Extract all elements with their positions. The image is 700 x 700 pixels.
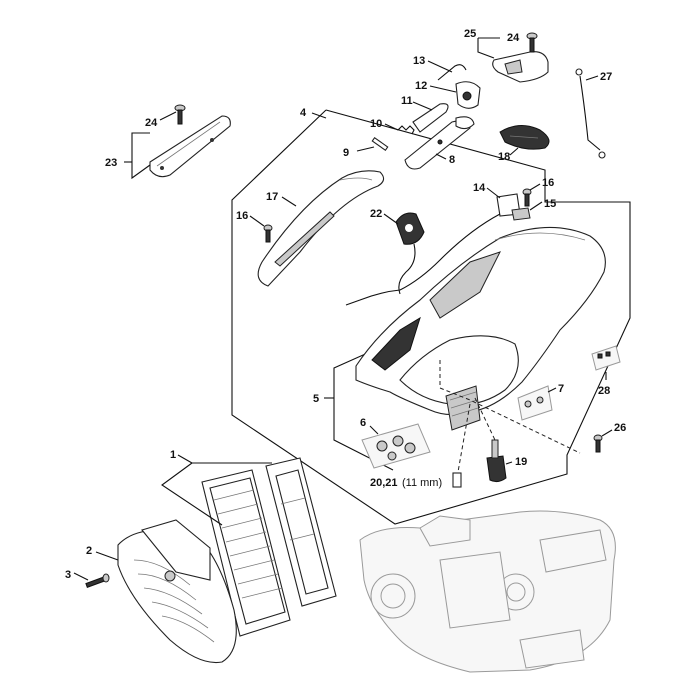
upper-cover-part	[492, 51, 549, 83]
callout-22: 22	[370, 208, 382, 220]
callout-20-21-size: (11 mm)	[402, 477, 442, 489]
filter-cover-part	[117, 519, 237, 664]
pin-part	[371, 137, 389, 151]
wire-clip-part	[437, 64, 467, 81]
filter-frame-part	[265, 457, 337, 607]
callout-3: 3	[65, 569, 71, 581]
callout-1: 1	[170, 449, 176, 461]
callout-5: 5	[313, 393, 319, 405]
callout-26: 26	[614, 422, 626, 434]
callout-7: 7	[558, 383, 564, 395]
air-filter-part	[201, 469, 291, 637]
callout-16-right: 16	[542, 177, 554, 189]
callout-14: 14	[473, 182, 486, 194]
cable-part	[575, 68, 606, 159]
dashed-leader	[439, 360, 581, 454]
callout-8: 8	[449, 154, 455, 166]
sticker-part	[591, 345, 621, 371]
callout-2: 2	[86, 545, 92, 557]
label-7-part	[517, 385, 553, 421]
spacer-part	[452, 472, 462, 488]
handle-part	[257, 170, 385, 287]
callout-20-21: 20,21	[370, 477, 398, 489]
screw-icon	[593, 434, 603, 453]
callout-17: 17	[266, 191, 278, 203]
callout-16-left: 16	[236, 210, 248, 222]
callout-15: 15	[544, 198, 556, 210]
callout-11: 11	[401, 95, 413, 107]
main-housing-part	[355, 226, 606, 431]
bracket-part	[496, 193, 531, 221]
engine-background	[359, 510, 616, 673]
callout-6: 6	[360, 417, 366, 429]
screw-icon	[174, 104, 186, 125]
callout-19: 19	[515, 456, 527, 468]
callout-25: 25	[464, 28, 476, 40]
spring-part	[397, 125, 415, 135]
callout-27: 27	[600, 71, 612, 83]
callout-24-right: 24	[507, 32, 520, 44]
callout-4: 4	[300, 107, 307, 119]
screw-icon	[85, 573, 110, 588]
callout-23: 23	[105, 157, 117, 169]
trigger-part	[404, 103, 475, 170]
screw-icon	[263, 224, 273, 243]
knob-part	[486, 439, 507, 483]
switch-block-part	[455, 81, 481, 109]
callout-9: 9	[343, 147, 349, 159]
callout-18: 18	[498, 151, 510, 163]
ignition-switch-part	[395, 212, 425, 295]
cover-strip-part	[149, 115, 231, 178]
warning-label-part	[361, 423, 431, 469]
callout-24-left: 24	[145, 117, 158, 129]
callout-10: 10	[370, 118, 382, 130]
screw-icon	[526, 32, 538, 53]
callout-28: 28	[598, 385, 610, 397]
assembly-4-outline	[231, 109, 631, 525]
screw-icon	[522, 188, 532, 207]
palm-rest-part	[499, 125, 550, 150]
callout-12: 12	[415, 80, 427, 92]
callout-13: 13	[413, 55, 425, 67]
